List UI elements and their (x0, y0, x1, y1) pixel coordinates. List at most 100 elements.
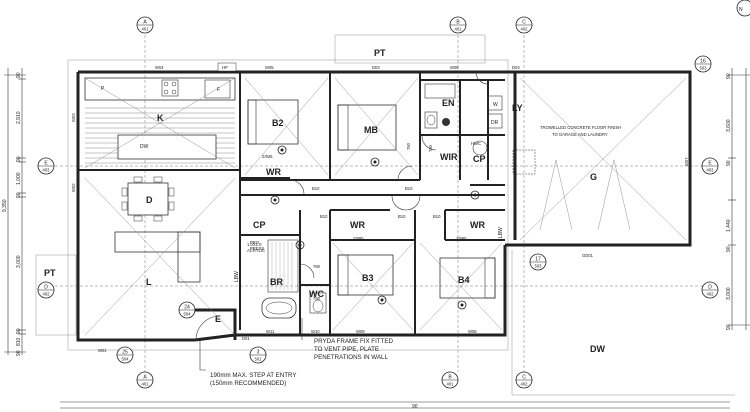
window-w06: W06 (450, 65, 459, 70)
hp-label: HP (222, 65, 228, 70)
marker-d25-id: 25 (122, 350, 128, 356)
marker-b_top-sheet: 401 (455, 27, 463, 32)
left-dimension-string: 90 2,910 90 1,000 90 9,350 3,000 90 810 … (2, 68, 26, 356)
marker-e_left-id: E (44, 161, 48, 167)
bed4-label: B4 (458, 275, 470, 285)
garage-note-line2: TO GARAGE AND LAUNDRY (552, 132, 608, 137)
garage-note-line1: TROWELLED CONCRETE FLOOR FINISH (540, 125, 621, 130)
marker-c_bot-id: C (522, 375, 526, 381)
master-bed-label: MB (364, 125, 378, 135)
master-bed-furniture (334, 77, 419, 176)
dim-left-3: 90 (16, 156, 22, 162)
bed4-furniture (419, 242, 503, 331)
marker-d3-id: 3 (257, 350, 260, 356)
robe-b4-size: 2/880 (456, 236, 467, 241)
cp-laundry-label: CP (473, 154, 486, 164)
marker-d17-id: 17 (535, 257, 541, 263)
marker-d_left-sheet: 402 (43, 292, 51, 297)
door-size-labels: B10 B10 B10 B10 B10 760 760 760 760 (312, 142, 441, 301)
wr-b3-label: WR (350, 220, 365, 230)
wc-label: WC (309, 289, 324, 299)
window-w01: W01 (98, 348, 107, 353)
dim-left-4: 1,000 (16, 172, 22, 185)
pryda-note-line2: TO VENT PIPE, PLATE (314, 346, 379, 353)
pryda-note-line1: PRYDA FRAME FIX FITTED (314, 338, 393, 345)
door-d04: D04 (512, 65, 520, 70)
window-w02: W02 (71, 183, 76, 192)
window-w08: W08 (468, 329, 477, 334)
door-760-a: 760 (428, 144, 433, 152)
wr-b4-label: WR (470, 220, 485, 230)
entry-note-line1: 190mm MAX. STEP AT ENTRY (210, 372, 297, 379)
window-w11: W11 (266, 329, 275, 334)
window-w03: W03 (71, 113, 76, 122)
door-b10-b: B10 (405, 186, 413, 191)
bathroom-fixtures (261, 239, 327, 319)
door-760-d: 760 (313, 296, 321, 301)
porch-top-label: PT (374, 48, 386, 58)
marker-d16-sheet: 503 (700, 66, 708, 71)
window-w05: W05 (265, 65, 274, 70)
dim-left-6: 9,350 (2, 199, 8, 212)
bed3-furniture (332, 242, 414, 331)
ensuite-fixtures (424, 83, 503, 156)
marker-d25-sheet: 504 (122, 357, 130, 362)
dim-bottom: 90 (412, 404, 418, 410)
living-label: L (146, 277, 152, 287)
cp-hall-label: CP (253, 220, 266, 230)
dim-right-4: 1,440 (726, 219, 732, 232)
marker-e_right-id: E (708, 161, 712, 167)
washer-label: W (493, 102, 498, 108)
internal-walls (78, 72, 505, 335)
door-swings (195, 71, 489, 341)
marker-a_top-sheet: 401 (142, 27, 150, 32)
marker-d16-id: 16 (700, 59, 706, 65)
marker-d3-sheet: 501 (255, 357, 263, 362)
window-w07: W07 (684, 157, 689, 166)
marker-c_top-sheet: 402 (521, 27, 529, 32)
marker-a_bot-sheet: 401 (142, 382, 150, 387)
door-b10-c: B10 (320, 214, 328, 219)
marker-d_left-id: D (44, 285, 48, 291)
dishwasher-label: DW (140, 144, 149, 150)
marker-a_bot-id: A (143, 375, 147, 381)
bed3-label: B3 (362, 273, 374, 283)
dim-right-5: 90 (726, 246, 732, 252)
smoke-detector-icons (270, 145, 480, 310)
door-b10-d: B10 (398, 214, 406, 219)
dryer-label: DR (491, 120, 499, 126)
marker-b_bot-sheet: 401 (447, 382, 455, 387)
porch-left-label: PT (44, 268, 56, 278)
external-walls (76, 70, 692, 342)
dim-right-7: 90 (726, 324, 732, 330)
dim-left-9: 810 (16, 337, 22, 346)
robe-b3-size: 2/880 (353, 236, 364, 241)
entry-label: E (215, 314, 221, 324)
wr-b2-label: WR (266, 167, 281, 177)
shower-spec-line1: 1.0X1.0 (247, 242, 262, 247)
entry-step-note: 190mm MAX. STEP AT ENTRY (150mm RECOMMEN… (199, 340, 297, 387)
kitchen-area (84, 77, 236, 169)
dining-label: D (146, 195, 153, 205)
marker-c_top-id: C (522, 20, 526, 26)
window-w10: W10 (311, 329, 320, 334)
hwc-label: HWC (471, 141, 481, 146)
entry-note-line2: (150mm RECOMMENDED) (210, 380, 286, 387)
section-markers: A401B401C402A401B401C402E403E403D402D402… (37, 16, 719, 389)
marker-d_right-id: D (708, 285, 712, 291)
right-dimension-string: 90 3,600 90 1,440 90 3,000 90 (726, 68, 750, 330)
dining-table (121, 176, 175, 222)
lbw-label-right: LBW (498, 227, 504, 238)
dim-left-1: 90 (16, 72, 22, 78)
laundry-label: LY (512, 103, 523, 113)
bathroom-label: BR (270, 277, 283, 287)
marker-a_top-id: A (143, 20, 147, 26)
door-b10-a: B10 (312, 186, 320, 191)
site-outline (35, 34, 735, 396)
bed2-furniture (244, 77, 329, 176)
garage-door-gd01: GD01 (582, 253, 594, 258)
driveway-label: DW (590, 344, 605, 354)
bed2-label: B2 (272, 118, 284, 128)
garage-label: G (590, 172, 597, 182)
marker-e_right-sheet: 403 (707, 168, 715, 173)
